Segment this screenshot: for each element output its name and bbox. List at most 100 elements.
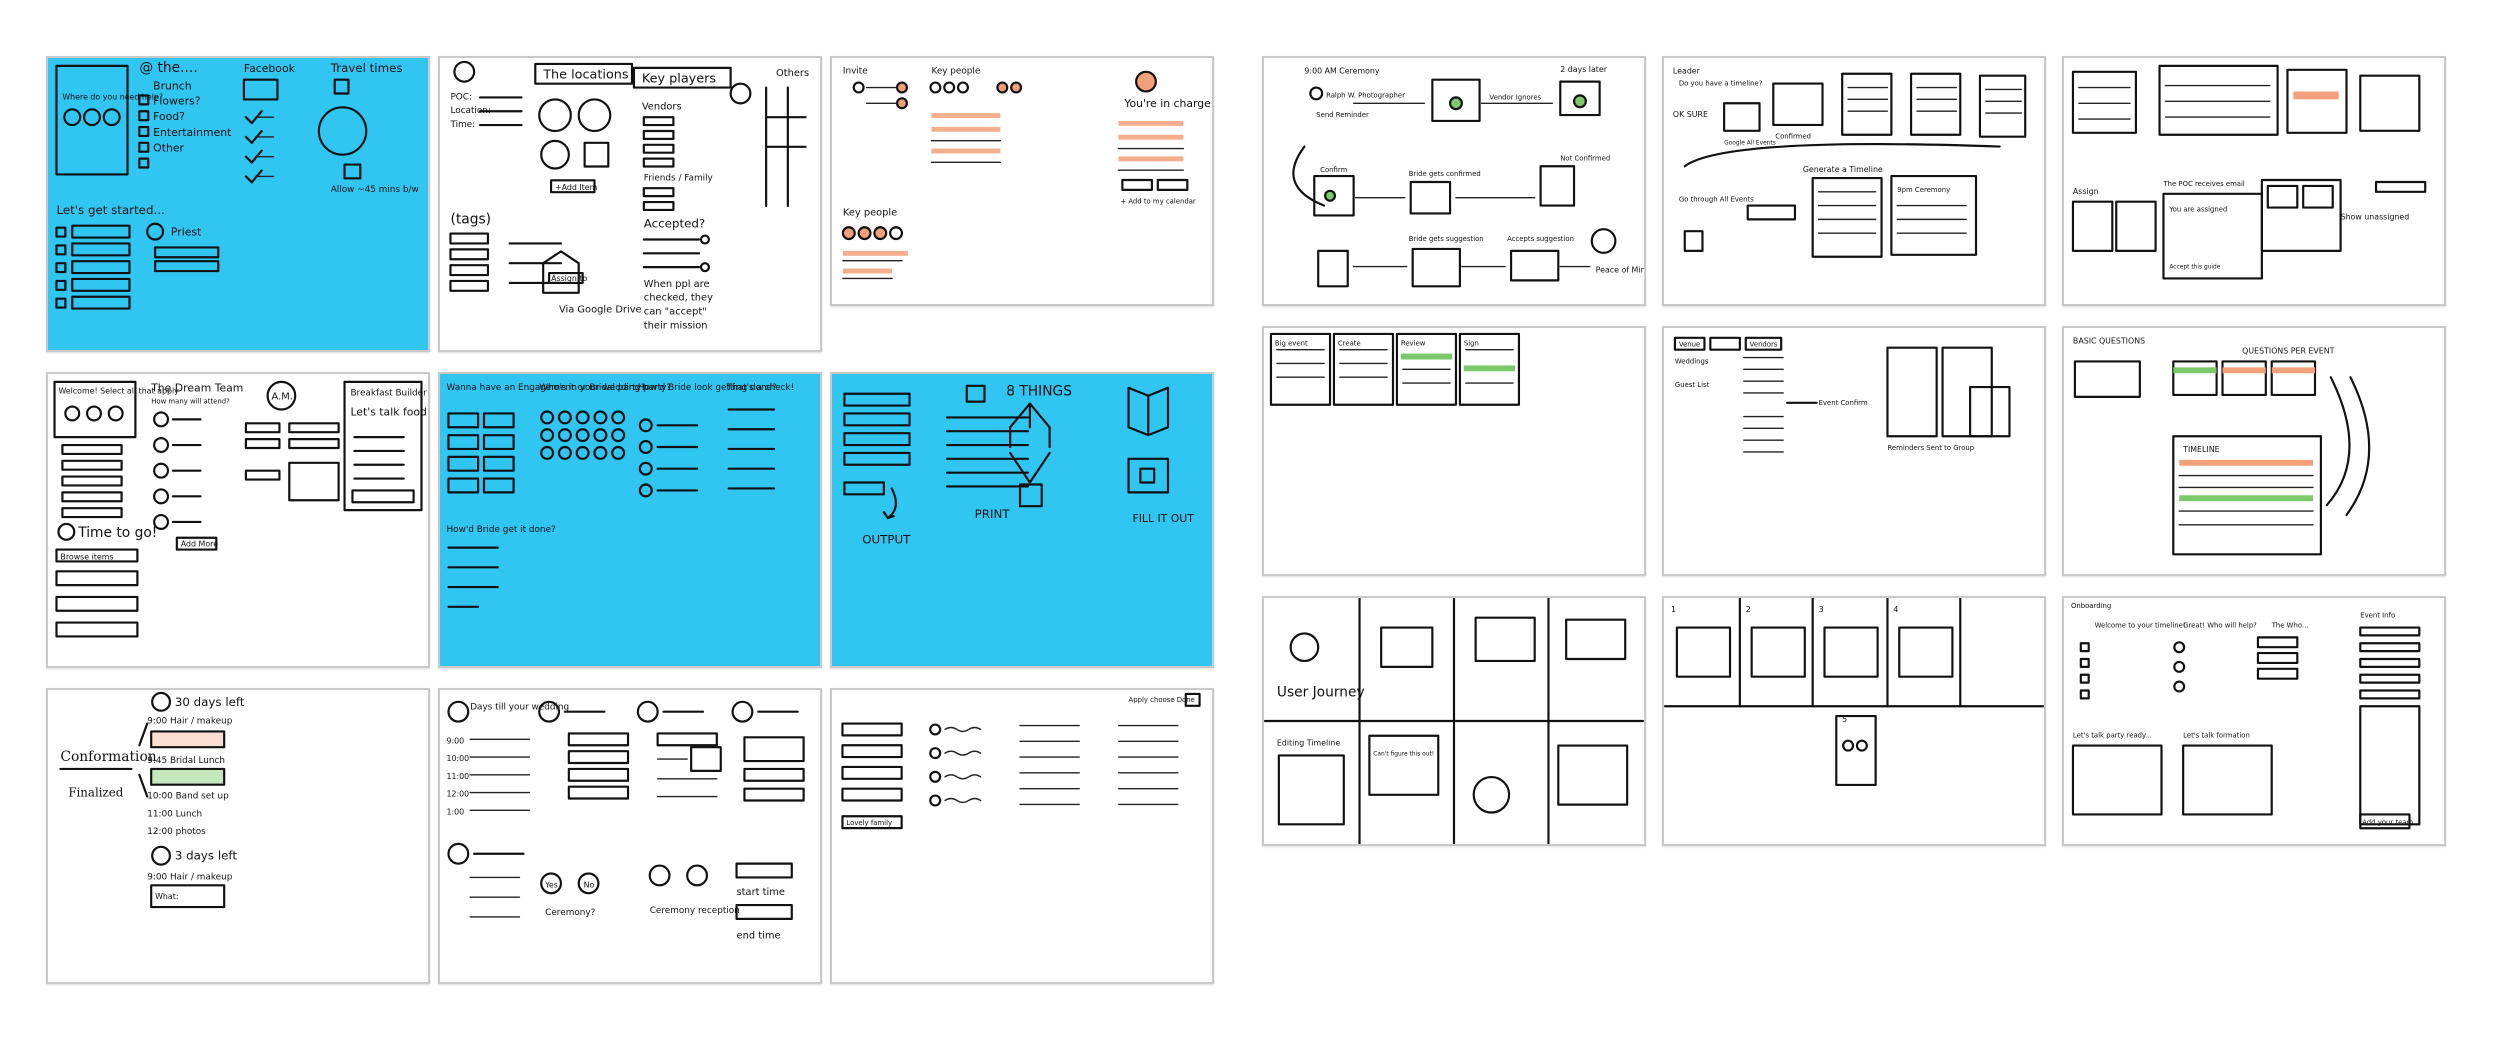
sketch-time-a0: 9:00 [447, 736, 465, 745]
sketch-text-event-info: Event Info [2360, 612, 2395, 620]
sketch-text-do-you-have-timeline: Do you have a timeline? [1679, 80, 1763, 88]
sketch-text-add-to-calendar: + Add to my calendar [1120, 198, 1196, 206]
sketch-text-bride-look-question: How'd Bride look getting done? [638, 383, 777, 393]
sketch-time-a1: 10:00 [447, 754, 470, 763]
sketch-text-travel-times: Travel times [330, 61, 403, 75]
sketch-wedding-party-drawing: Wanna have an Engagement or Bridal party… [447, 383, 795, 608]
sketch-locations-drawing: The locations Key players Others POC: Lo… [449, 60, 809, 331]
sketch-item-photos: 12:00 photos [147, 827, 206, 837]
sketch-text-welcome-timeline: Welcome to your timeline! [2095, 622, 2186, 630]
sketch-small-screens-drawing: Big event Create Review Sign [1269, 332, 1521, 406]
sketch-item-hair-2: 9:00 Hair / makeup [147, 872, 232, 882]
sketch-onboarding-flow-drawing: Onboarding Welcome to your timeline! Gre… [2071, 602, 2421, 830]
sketch-text-send-reminder: Send Reminder [1316, 111, 1369, 119]
sketch-text-priest: Priest [171, 226, 201, 239]
sketch-check-brunch: Brunch [153, 80, 191, 93]
sketch-item-lunch: 11:00 Lunch [147, 809, 202, 819]
sketch-card-small-screens: Big event Create Review Sign [1262, 326, 1646, 576]
sketch-check-flowers: Flowers? [153, 94, 200, 107]
sketch-text-browse-items: Browse items [60, 552, 113, 561]
sketch-card-locations: The locations Key players Others POC: Lo… [438, 56, 822, 352]
sketch-text-2-days-later: 2 days later [1560, 65, 1607, 74]
sketch-text-apply-done: Apply choose Done [1129, 696, 1195, 704]
sketch-text-mission-1: When ppl are [644, 279, 710, 290]
sketch-text-invite: Invite [843, 67, 868, 77]
sketch-card-flow-ceremony: 9:00 AM Ceremony 2 days later Ralph W. P… [1262, 56, 1646, 306]
sketch-text-time-to-go: Time to go! [77, 525, 157, 541]
sketch-item-bridal-lunch: 9:45 Bridal Lunch [147, 756, 225, 766]
sketch-text-via-google-drive: Via Google Drive [559, 305, 642, 316]
sketch-text-generate-timeline: Generate a Timeline [1803, 165, 1883, 174]
sketch-text-location: Location: [450, 106, 490, 116]
sketch-text-fill-it-out: FILL IT OUT [1132, 512, 1194, 525]
svg-text:Where do you need help?: Where do you need help? [62, 92, 163, 101]
sketch-text-lovely-family: Lovely family [846, 819, 892, 827]
sketch-text-reception: Ceremony reception [650, 906, 740, 916]
sketch-step-3: 3 [1819, 605, 1824, 614]
sketch-text-conformation: Conformation [60, 749, 156, 765]
sketch-text-thats-a-check: That's a check! [726, 383, 795, 393]
sketch-eight-things-drawing: OUTPUT PRINT 8 THINGS FILL IT OUT [843, 384, 1194, 547]
sketch-text-guest-list: Guest List [1675, 381, 1710, 389]
sketch-text-the-who: The Who... [2271, 622, 2309, 630]
sketch-days-left-drawing: Conformation Finalized 30 days left 9:00… [59, 691, 245, 909]
sketch-text-welcome: Welcome! Select all that apply [58, 387, 179, 396]
sketch-text-timeline: TIMELINE [2182, 445, 2219, 454]
sketch-days-till-drawing: Days till your wedding 9:00 10:00 11:00 … [447, 700, 805, 942]
sketch-text-photographer: Ralph W. Photographer [1326, 91, 1405, 99]
sketch-text-confirm: Confirm [1320, 166, 1347, 174]
sketch-step-1: 1 [1671, 605, 1676, 614]
sketch-text-party-ready: Let's talk party ready... [2073, 732, 2152, 740]
sketch-onboarding-drawing: Where do you need help? @ the.... Facebo… [55, 60, 419, 310]
sketch-text-key-people-top: Key people [931, 67, 980, 77]
sketch-text-add-team: Add your team [2362, 818, 2413, 826]
sketch-assign-poc-drawing: Assign The POC receives email You are as… [2071, 64, 2427, 280]
sketch-text-reminders: Reminders Sent to Group [1887, 444, 1974, 452]
sketch-text-you-are-assigned: You are assigned [2168, 206, 2227, 214]
sketch-time-a3: 12:00 [447, 790, 470, 799]
sketch-card-dream-team: Welcome! Select all that apply The Dream… [46, 372, 430, 668]
sketch-card-days-till: Days till your wedding 9:00 10:00 11:00 … [438, 688, 822, 984]
sketch-text-in-charge: You're in charge! [1123, 97, 1212, 110]
sketch-text-yes: Yes [544, 880, 558, 889]
sketch-text-bride-get-done: How'd Bride get it done? [447, 525, 557, 535]
sketch-text-big-event: Big event [1275, 340, 1308, 348]
sketch-text-formation: Let's talk formation [2183, 732, 2250, 740]
sketch-text-accepts-suggestion: Accepts suggestion [1507, 235, 1574, 243]
sketch-text-go-through-events: Go through All Events [1679, 196, 1754, 204]
sketch-text-at-the: @ the.... [139, 60, 197, 76]
sketch-card-invite: Invite Key people You're in charge! + Ad… [830, 56, 1214, 306]
sketch-text-venue: Venue [1679, 341, 1700, 349]
sketch-text-leader: Leader [1673, 67, 1701, 76]
sketch-timeline-generator-drawing: Leader Do you have a timeline? OK SURE G… [1673, 67, 2027, 258]
sketch-text-friends-family: Friends / Family [644, 173, 713, 183]
sketch-text-dream-team: The Dream Team [150, 382, 243, 395]
sketch-text-user-journey: User Journey [1277, 684, 1365, 700]
sketch-text-facebook: Facebook [244, 62, 296, 75]
sketch-text-wedding-party-question: Who's in your wedding party? [539, 383, 671, 393]
sketch-text-weddings: Weddings [1675, 357, 1709, 365]
sketch-text-mission-4: their mission [644, 320, 708, 331]
sketch-text-engagement-question: Wanna have an Engagement or Bridal party… [447, 383, 647, 393]
sketch-step-4: 4 [1893, 605, 1898, 614]
sketch-text-vendors: Vendors [642, 101, 682, 112]
sketch-text-bride-confirmed: Bride gets confirmed [1409, 170, 1481, 178]
sketch-text-add-more: Add More [181, 540, 218, 549]
sketch-numbered-steps-drawing: 1 2 3 4 5 [1664, 598, 2044, 787]
sketch-text-start-time: start time [737, 887, 785, 898]
sketch-text-9pm-ceremony: 9pm Ceremony [1897, 186, 1950, 194]
sketch-text-lets-talk-food: Let's talk food! [350, 405, 428, 418]
sketch-check-food: Food? [153, 110, 185, 123]
sketch-item-hair: 9:00 Hair / makeup [147, 717, 232, 727]
sketch-text-accept-guide: Accept this guide [2169, 265, 2220, 271]
sketch-text-how-many: How many will attend? [151, 398, 230, 406]
sketch-step-2: 2 [1746, 605, 1751, 614]
sketch-time-a4: 1:00 [447, 807, 465, 816]
sketch-flow-ceremony-drawing: 9:00 AM Ceremony 2 days later Ralph W. P… [1292, 65, 1644, 288]
sketch-text-3-days-left: 3 days left [175, 849, 237, 863]
sketch-dream-team-drawing: Welcome! Select all that apply The Dream… [53, 380, 428, 638]
sketch-card-questions: BASIC QUESTIONS QUESTIONS PER EVENT TIME… [2062, 326, 2446, 576]
sketch-text-poc: POC: [450, 92, 472, 102]
sketch-time-a2: 11:00 [447, 772, 470, 781]
